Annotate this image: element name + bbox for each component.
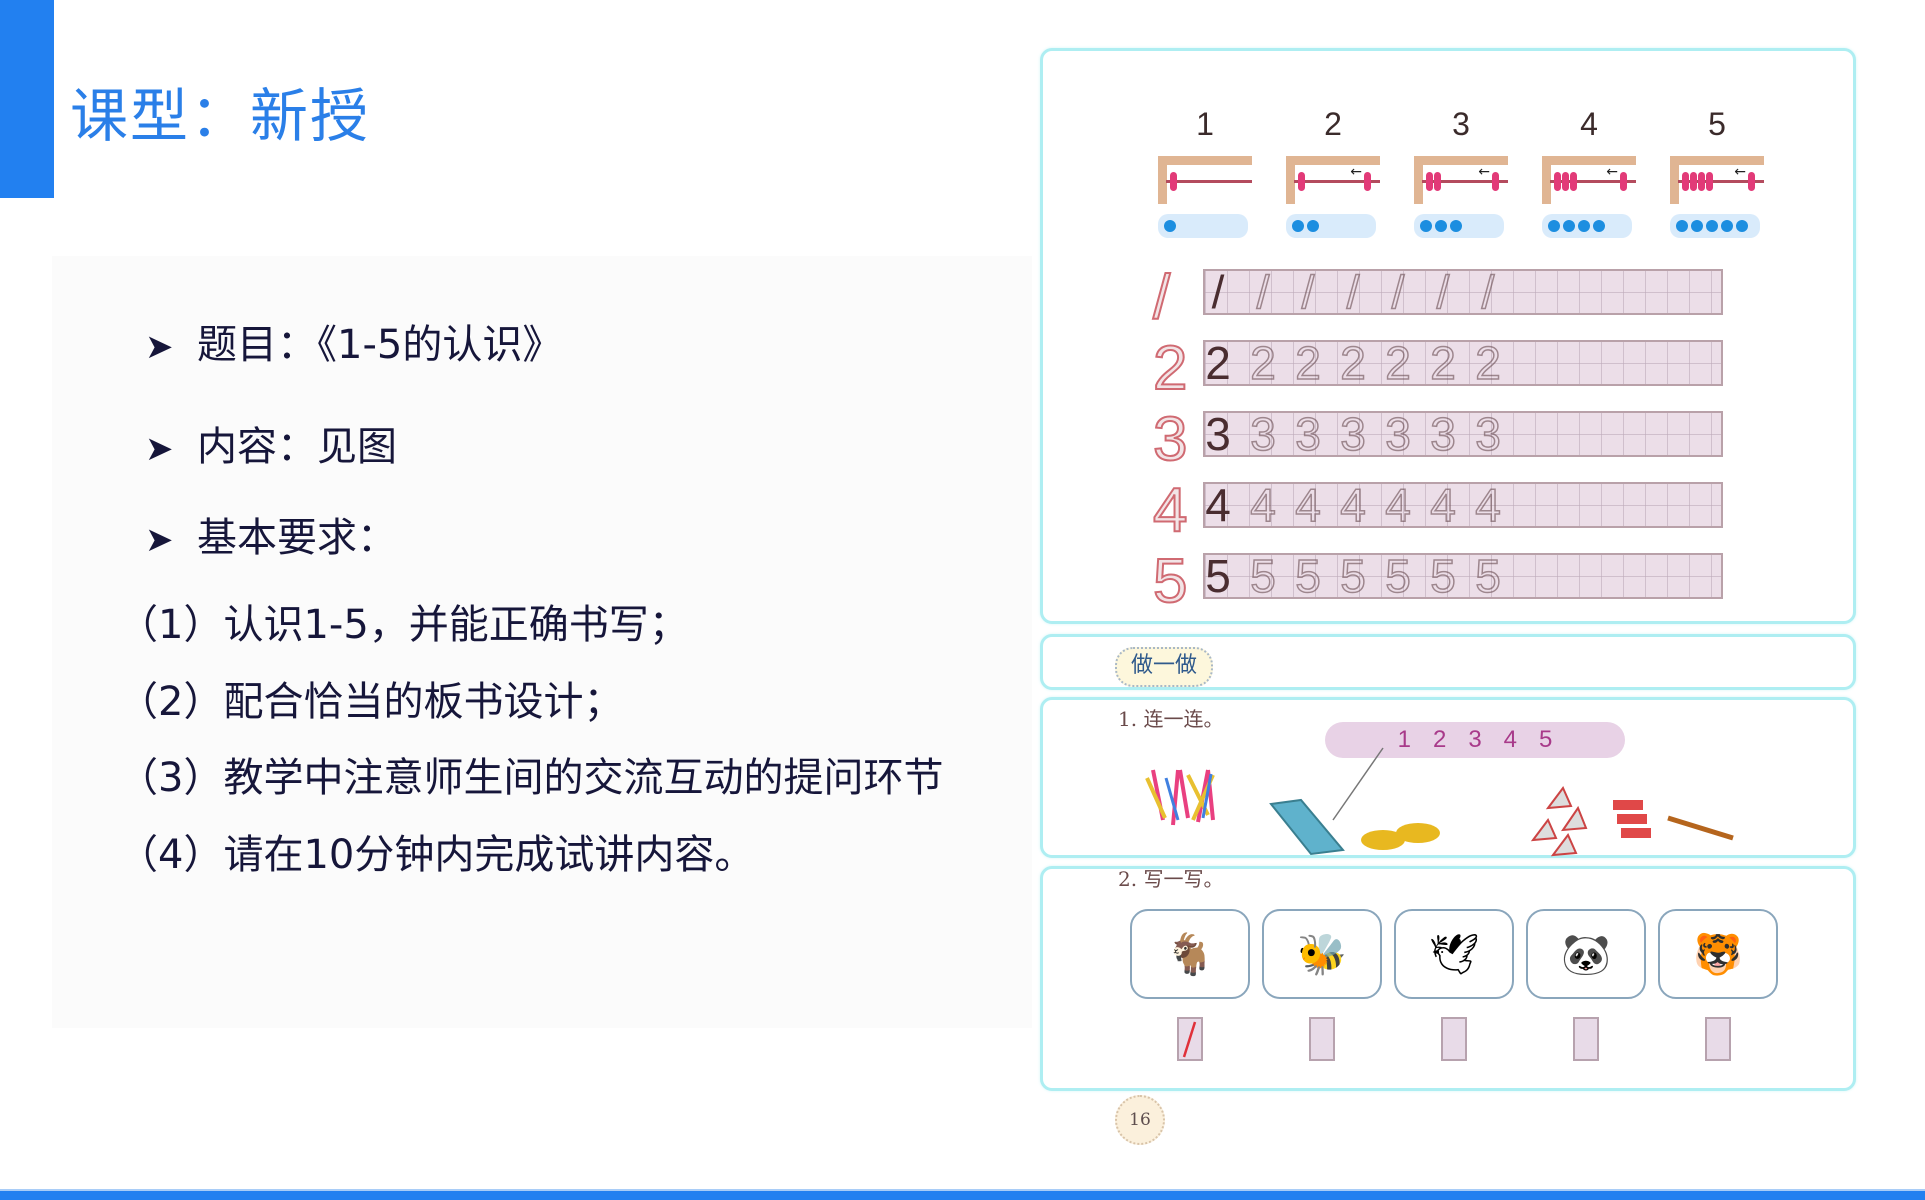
- dot-counter: [1286, 214, 1376, 238]
- bullet-content: ➤ 内容：见图: [145, 422, 397, 474]
- arrow-bullet-icon: ➤: [145, 429, 174, 469]
- abacus-number: 3: [1452, 106, 1470, 142]
- abacus-4: 4 ←: [1542, 106, 1636, 238]
- dot-counter: [1414, 214, 1504, 238]
- answer-box[interactable]: [1705, 1017, 1731, 1061]
- title-accent-bar: [0, 0, 54, 198]
- footer-accent-bar: [0, 1189, 1925, 1200]
- tigers-picture: 🐯: [1658, 909, 1778, 999]
- notebook-icon: [1269, 798, 1345, 856]
- answer-box[interactable]: [1177, 1017, 1203, 1061]
- model-digit: 5: [1152, 546, 1188, 617]
- dot-counter: [1670, 214, 1760, 238]
- abacus-number: 4: [1580, 106, 1598, 142]
- content-panel: [52, 256, 1032, 1028]
- model-digit: 4: [1152, 475, 1188, 546]
- toy-car-icon: [1361, 823, 1440, 850]
- abacus-2: 2 ←: [1286, 106, 1380, 238]
- doves-picture: 🕊: [1394, 909, 1514, 999]
- tracing-row-1: / ///////: [1152, 262, 1733, 333]
- tracing-strip: [1203, 411, 1723, 457]
- slide-title: 课型：新授: [70, 82, 371, 150]
- requirement-item: （2）配合恰当的板书设计；: [118, 679, 624, 725]
- requirement-item: （1）认识1-5，并能正确书写；: [118, 602, 689, 648]
- dot-counter: [1158, 214, 1248, 238]
- eraser-icon: [1613, 800, 1651, 838]
- answer-box[interactable]: [1309, 1017, 1335, 1061]
- bullet-topic: ➤ 题目：《1-5的认识》: [145, 320, 562, 372]
- bullet-requirements: ➤ 基本要求：: [145, 513, 397, 565]
- left-arrow-icon: ←: [1350, 164, 1362, 180]
- model-digit: 3: [1152, 404, 1188, 475]
- do-it-panel: 做一做: [1040, 634, 1856, 690]
- answer-box[interactable]: [1573, 1017, 1599, 1061]
- abacus-number: 5: [1708, 106, 1726, 142]
- abacus-5: 5 ←: [1670, 106, 1764, 238]
- do-it-badge: 做一做: [1115, 647, 1214, 687]
- dot-counter: [1542, 214, 1632, 238]
- exercise-2-title: 2. 写一写。: [1118, 867, 1224, 891]
- left-arrow-icon: ←: [1734, 164, 1746, 180]
- model-digit: 2: [1152, 333, 1188, 404]
- abacus-1: 1: [1158, 106, 1252, 238]
- connect-objects-illustration: [1145, 747, 1734, 857]
- requirement-item: （3）教学中注意师生间的交流互动的提问环节: [118, 755, 944, 801]
- arrow-bullet-icon: ➤: [145, 327, 174, 367]
- abacus-number: 2: [1324, 106, 1342, 142]
- exercise-write-panel: 2. 写一写。 🐐 🐝 🕊 🐼 🐯: [1040, 866, 1856, 1091]
- arrow-bullet-icon: ➤: [145, 520, 174, 560]
- tracing-strip: [1203, 553, 1723, 599]
- goat-picture: 🐐: [1130, 909, 1250, 999]
- answer-box[interactable]: [1441, 1017, 1467, 1061]
- left-arrow-icon: ←: [1478, 164, 1490, 180]
- page-number-badge: 16: [1115, 1095, 1165, 1145]
- textbook-numbers-panel: 1 2 ← 3 ← 4 ← 5 ←: [1040, 48, 1856, 624]
- requirement-item: （4）请在10分钟内完成试讲内容。: [118, 832, 755, 878]
- tracing-strip: [1203, 269, 1723, 315]
- bullet-text: 题目：《1-5的认识》: [197, 322, 563, 368]
- abacus-3: 3 ←: [1414, 106, 1508, 238]
- tracing-glyphs: ///////: [1211, 265, 1496, 319]
- pencil-icon: [1667, 815, 1734, 841]
- shuttle-icon: [1530, 786, 1588, 857]
- left-arrow-icon: ←: [1606, 164, 1618, 180]
- shuttlecock-icon: [1145, 769, 1215, 826]
- pandas-picture: 🐼: [1526, 909, 1646, 999]
- exercise-1-title: 1. 连一连。: [1118, 707, 1224, 731]
- bees-picture: 🐝: [1262, 909, 1382, 999]
- bullet-text: 内容：见图: [197, 424, 397, 470]
- bullet-text: 基本要求：: [197, 515, 397, 561]
- tracing-strip: [1203, 340, 1723, 386]
- abacus-number: 1: [1196, 106, 1214, 142]
- tracing-strip: [1203, 482, 1723, 528]
- model-digit: /: [1152, 262, 1171, 333]
- abacus-row: 1 2 ← 3 ← 4 ← 5 ←: [1158, 106, 1764, 238]
